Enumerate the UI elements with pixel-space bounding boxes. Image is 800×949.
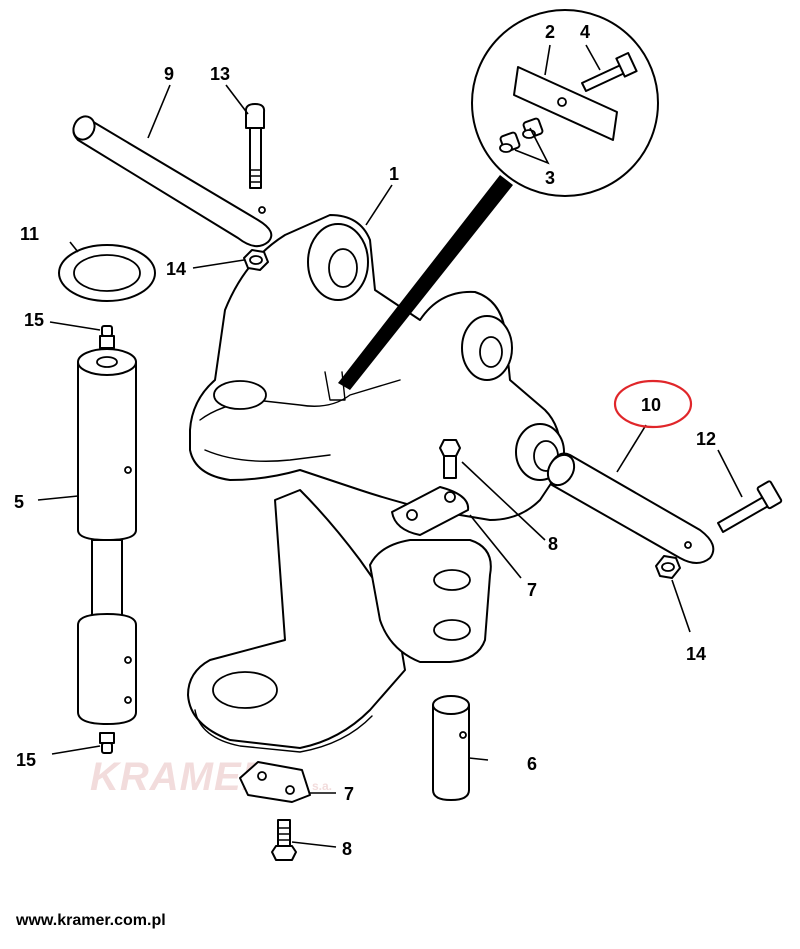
callout-8-lower: 8 bbox=[342, 839, 352, 859]
callout-14-upper: 14 bbox=[166, 259, 186, 279]
callout-13: 13 bbox=[210, 64, 230, 84]
footer-url: www.kramer.com.pl bbox=[15, 912, 166, 929]
bolt-part-12 bbox=[717, 480, 783, 533]
watermark-suffix: s.a. bbox=[312, 779, 332, 793]
callout-14-right: 14 bbox=[686, 644, 706, 664]
callout-7-upper: 7 bbox=[527, 580, 537, 600]
detail-inset bbox=[338, 9, 659, 390]
bolt-part-4 bbox=[581, 51, 638, 92]
plate-part-7-lower bbox=[239, 761, 311, 803]
callout-9: 9 bbox=[164, 64, 174, 84]
callout-5: 5 bbox=[14, 492, 24, 512]
callout-15-upper: 15 bbox=[24, 310, 44, 330]
nut-part-14-upper bbox=[243, 249, 269, 271]
highlight-ring-10 bbox=[613, 379, 693, 429]
washer-part-11 bbox=[58, 244, 156, 302]
inset-pointer bbox=[338, 175, 513, 390]
pin-part-5 bbox=[77, 348, 137, 725]
bolt-part-8-lower bbox=[271, 819, 297, 861]
swing-bracket bbox=[187, 214, 565, 753]
callout-11: 11 bbox=[20, 224, 39, 244]
callout-2: 2 bbox=[545, 22, 555, 42]
pin-part-10 bbox=[546, 452, 715, 564]
callout-3: 3 bbox=[545, 168, 555, 188]
callout-6: 6 bbox=[527, 754, 537, 774]
grease-nipple-part-15-upper bbox=[99, 325, 115, 349]
callout-15-lower: 15 bbox=[16, 750, 36, 770]
bushings-part-3 bbox=[499, 117, 544, 153]
bolt-part-13 bbox=[244, 103, 266, 189]
callout-10: 10 bbox=[641, 395, 661, 415]
callout-7-lower: 7 bbox=[344, 784, 354, 804]
callout-4: 4 bbox=[580, 22, 590, 42]
pin-part-9 bbox=[72, 115, 273, 248]
leader-lines bbox=[37, 44, 743, 848]
grease-nipple-part-15-lower bbox=[99, 732, 115, 754]
nut-part-14-right bbox=[655, 555, 681, 579]
callout-12: 12 bbox=[696, 429, 716, 449]
bolt-part-8-upper bbox=[439, 439, 461, 479]
callout-labels: 1 2 3 4 5 6 7 7 8 8 9 10 11 12 13 14 14 … bbox=[14, 22, 716, 859]
pin-part-6 bbox=[432, 695, 470, 801]
callout-8-upper: 8 bbox=[548, 534, 558, 554]
callout-1: 1 bbox=[389, 164, 399, 184]
